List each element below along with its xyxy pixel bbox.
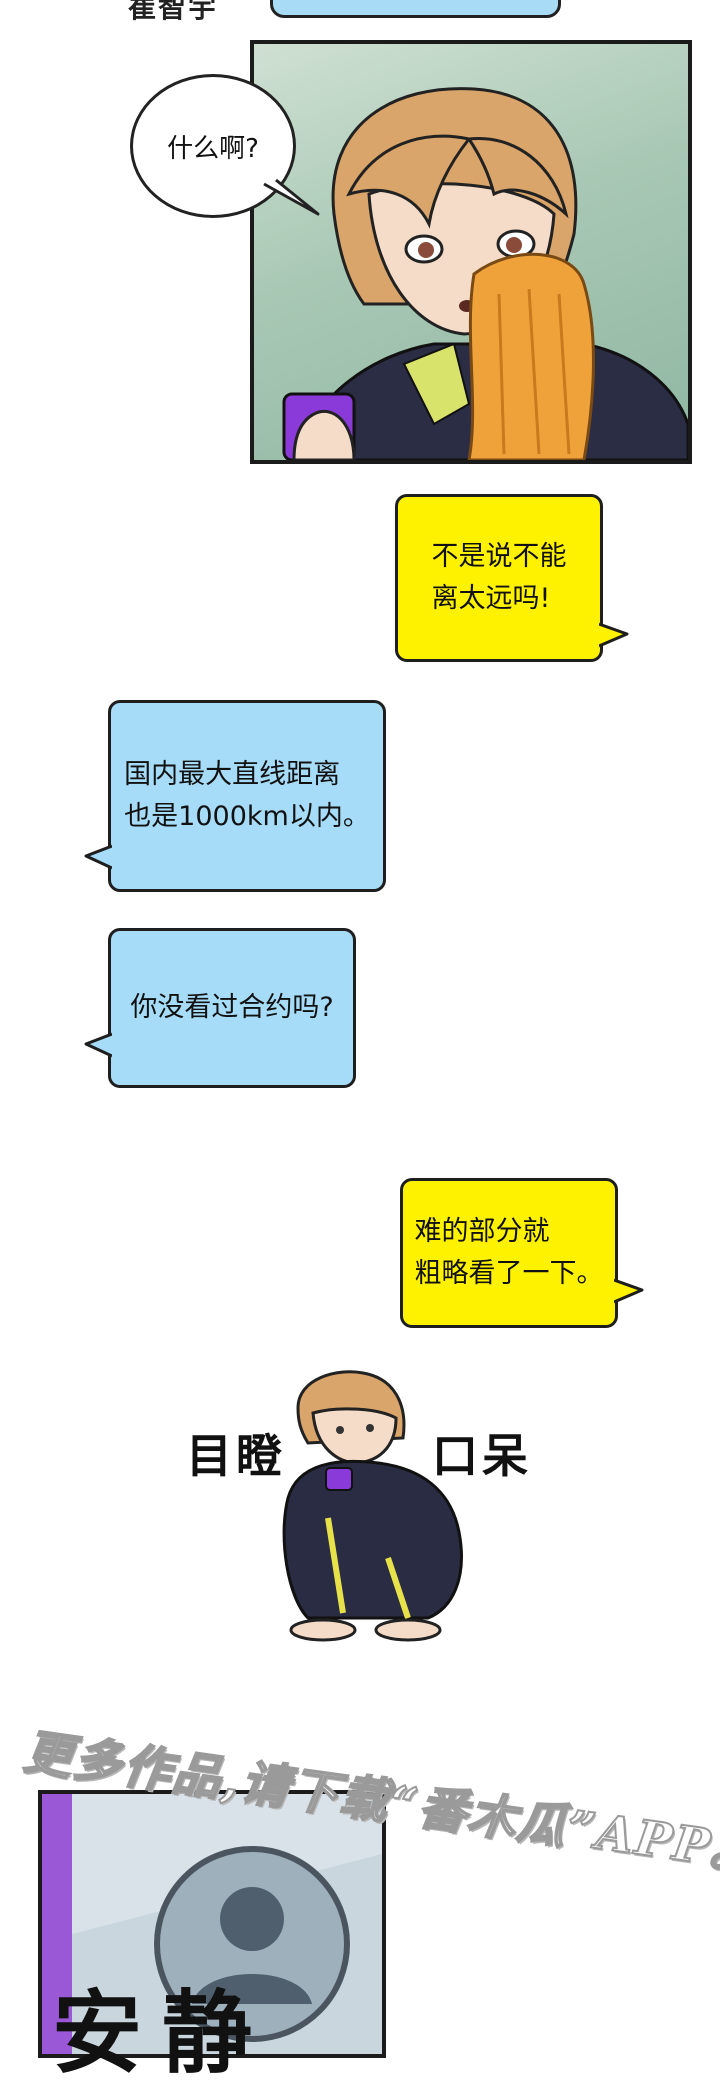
comic-panel-phone-screen (38, 1790, 386, 2058)
chat-bubble-blue: 你没看过合约吗? (108, 928, 356, 1088)
chat-bubble-text: 难的部分就 粗略看了一下。 (414, 1216, 604, 1289)
chat-bubble-text: 不是说不能 离太远吗! (431, 541, 567, 614)
chat-bubble-tail (84, 1032, 112, 1058)
chat-bubble-yellow: 难的部分就 粗略看了一下。 (400, 1178, 618, 1328)
chat-bubble-tail (614, 1278, 644, 1304)
speech-text: 什么啊? (167, 133, 259, 164)
cutoff-speech-bubble (270, 0, 561, 18)
bottom-sfx-text: 安静 (52, 1981, 272, 2086)
chat-bubble-text: 国内最大直线距离 也是1000km以内。 (124, 759, 370, 832)
chat-bubble-yellow: 不是说不能 离太远吗! (395, 494, 603, 662)
speech-bubble-tail (263, 178, 320, 216)
character-illustration (282, 87, 688, 460)
speech-bubble-white: 什么啊? (130, 74, 296, 218)
phone-screen-illustration (42, 1794, 382, 2054)
chat-bubble-tail (599, 622, 629, 648)
crouching-character (282, 1370, 463, 1642)
sfx-text-left: 目瞪 (186, 1429, 286, 1483)
sfx-text-right: 口呆 (432, 1429, 532, 1483)
chat-bubble-text: 你没看过合约吗? (130, 992, 334, 1023)
comic-panel-towel (250, 40, 692, 464)
chat-bubble-blue: 国内最大直线距离 也是1000km以内。 (108, 700, 386, 892)
speaker-name: 崔智宇 (128, 0, 219, 24)
chat-bubble-tail (84, 844, 112, 870)
